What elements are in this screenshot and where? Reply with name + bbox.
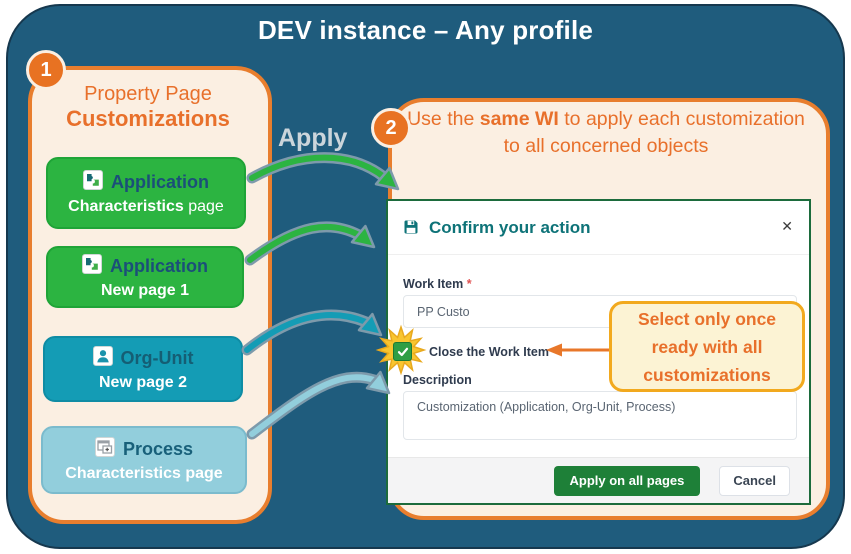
save-icon — [403, 219, 419, 240]
close-icon[interactable]: ✕ — [781, 218, 793, 234]
box-subtitle: New page 2 — [98, 374, 188, 391]
customization-box-process-characteristics: Process Characteristics page — [41, 426, 247, 494]
callout-line: ready with all — [651, 336, 763, 357]
apply-label: Apply — [278, 124, 348, 152]
diagram-title: DEV instance – Any profile — [257, 15, 594, 45]
person-icon — [92, 346, 113, 371]
close-work-item-label: Close the Work Item — [429, 345, 549, 359]
box-title: Process — [122, 439, 194, 459]
customization-box-application-characteristics: Application Characteristics page — [46, 157, 246, 229]
dialog-footer: Apply on all pages Cancel — [388, 457, 809, 503]
box-title: Application — [110, 256, 208, 276]
description-textarea[interactable]: Customization (Application, Org-Unit, Pr… — [403, 391, 797, 440]
panel1-title-line1: Property Page — [84, 83, 212, 105]
box-title: Application — [111, 172, 209, 192]
work-item-label: Work Item * — [403, 277, 472, 291]
cancel-button[interactable]: Cancel — [719, 465, 790, 496]
description-label: Description — [403, 373, 472, 387]
customization-box-org-unit-new-page-2: Org-Unit New page 2 — [43, 336, 243, 402]
step-1-badge: 1 — [26, 50, 66, 90]
box-title: Org-Unit — [120, 348, 194, 368]
close-work-item-checkbox[interactable] — [393, 342, 412, 361]
box-subtitle: Characteristics page — [65, 465, 223, 482]
customization-box-application-new-page-1: Application New page 1 — [46, 246, 244, 308]
step-2-badge: 2 — [371, 108, 411, 148]
check-icon — [397, 347, 408, 356]
required-asterisk: * — [466, 277, 472, 291]
dialog-header: Confirm your action ✕ — [388, 201, 809, 255]
select-only-once-callout: Select only once ready with all customiz… — [609, 301, 805, 392]
box-subtitle: Characteristics page — [68, 198, 224, 215]
apply-on-all-pages-button[interactable]: Apply on all pages — [553, 465, 701, 496]
window-icon — [94, 437, 115, 462]
dialog-title: Confirm your action — [429, 218, 591, 237]
puzzle-icon — [83, 170, 103, 195]
callout-line: customizations — [643, 364, 771, 385]
panel1-title-line2: Customizations — [66, 106, 230, 131]
panel2-heading: Use the same WI to apply each customizat… — [407, 108, 805, 157]
box-subtitle: New page 1 — [100, 282, 190, 299]
puzzle-icon — [82, 254, 102, 279]
callout-line: Select only once — [637, 308, 777, 329]
